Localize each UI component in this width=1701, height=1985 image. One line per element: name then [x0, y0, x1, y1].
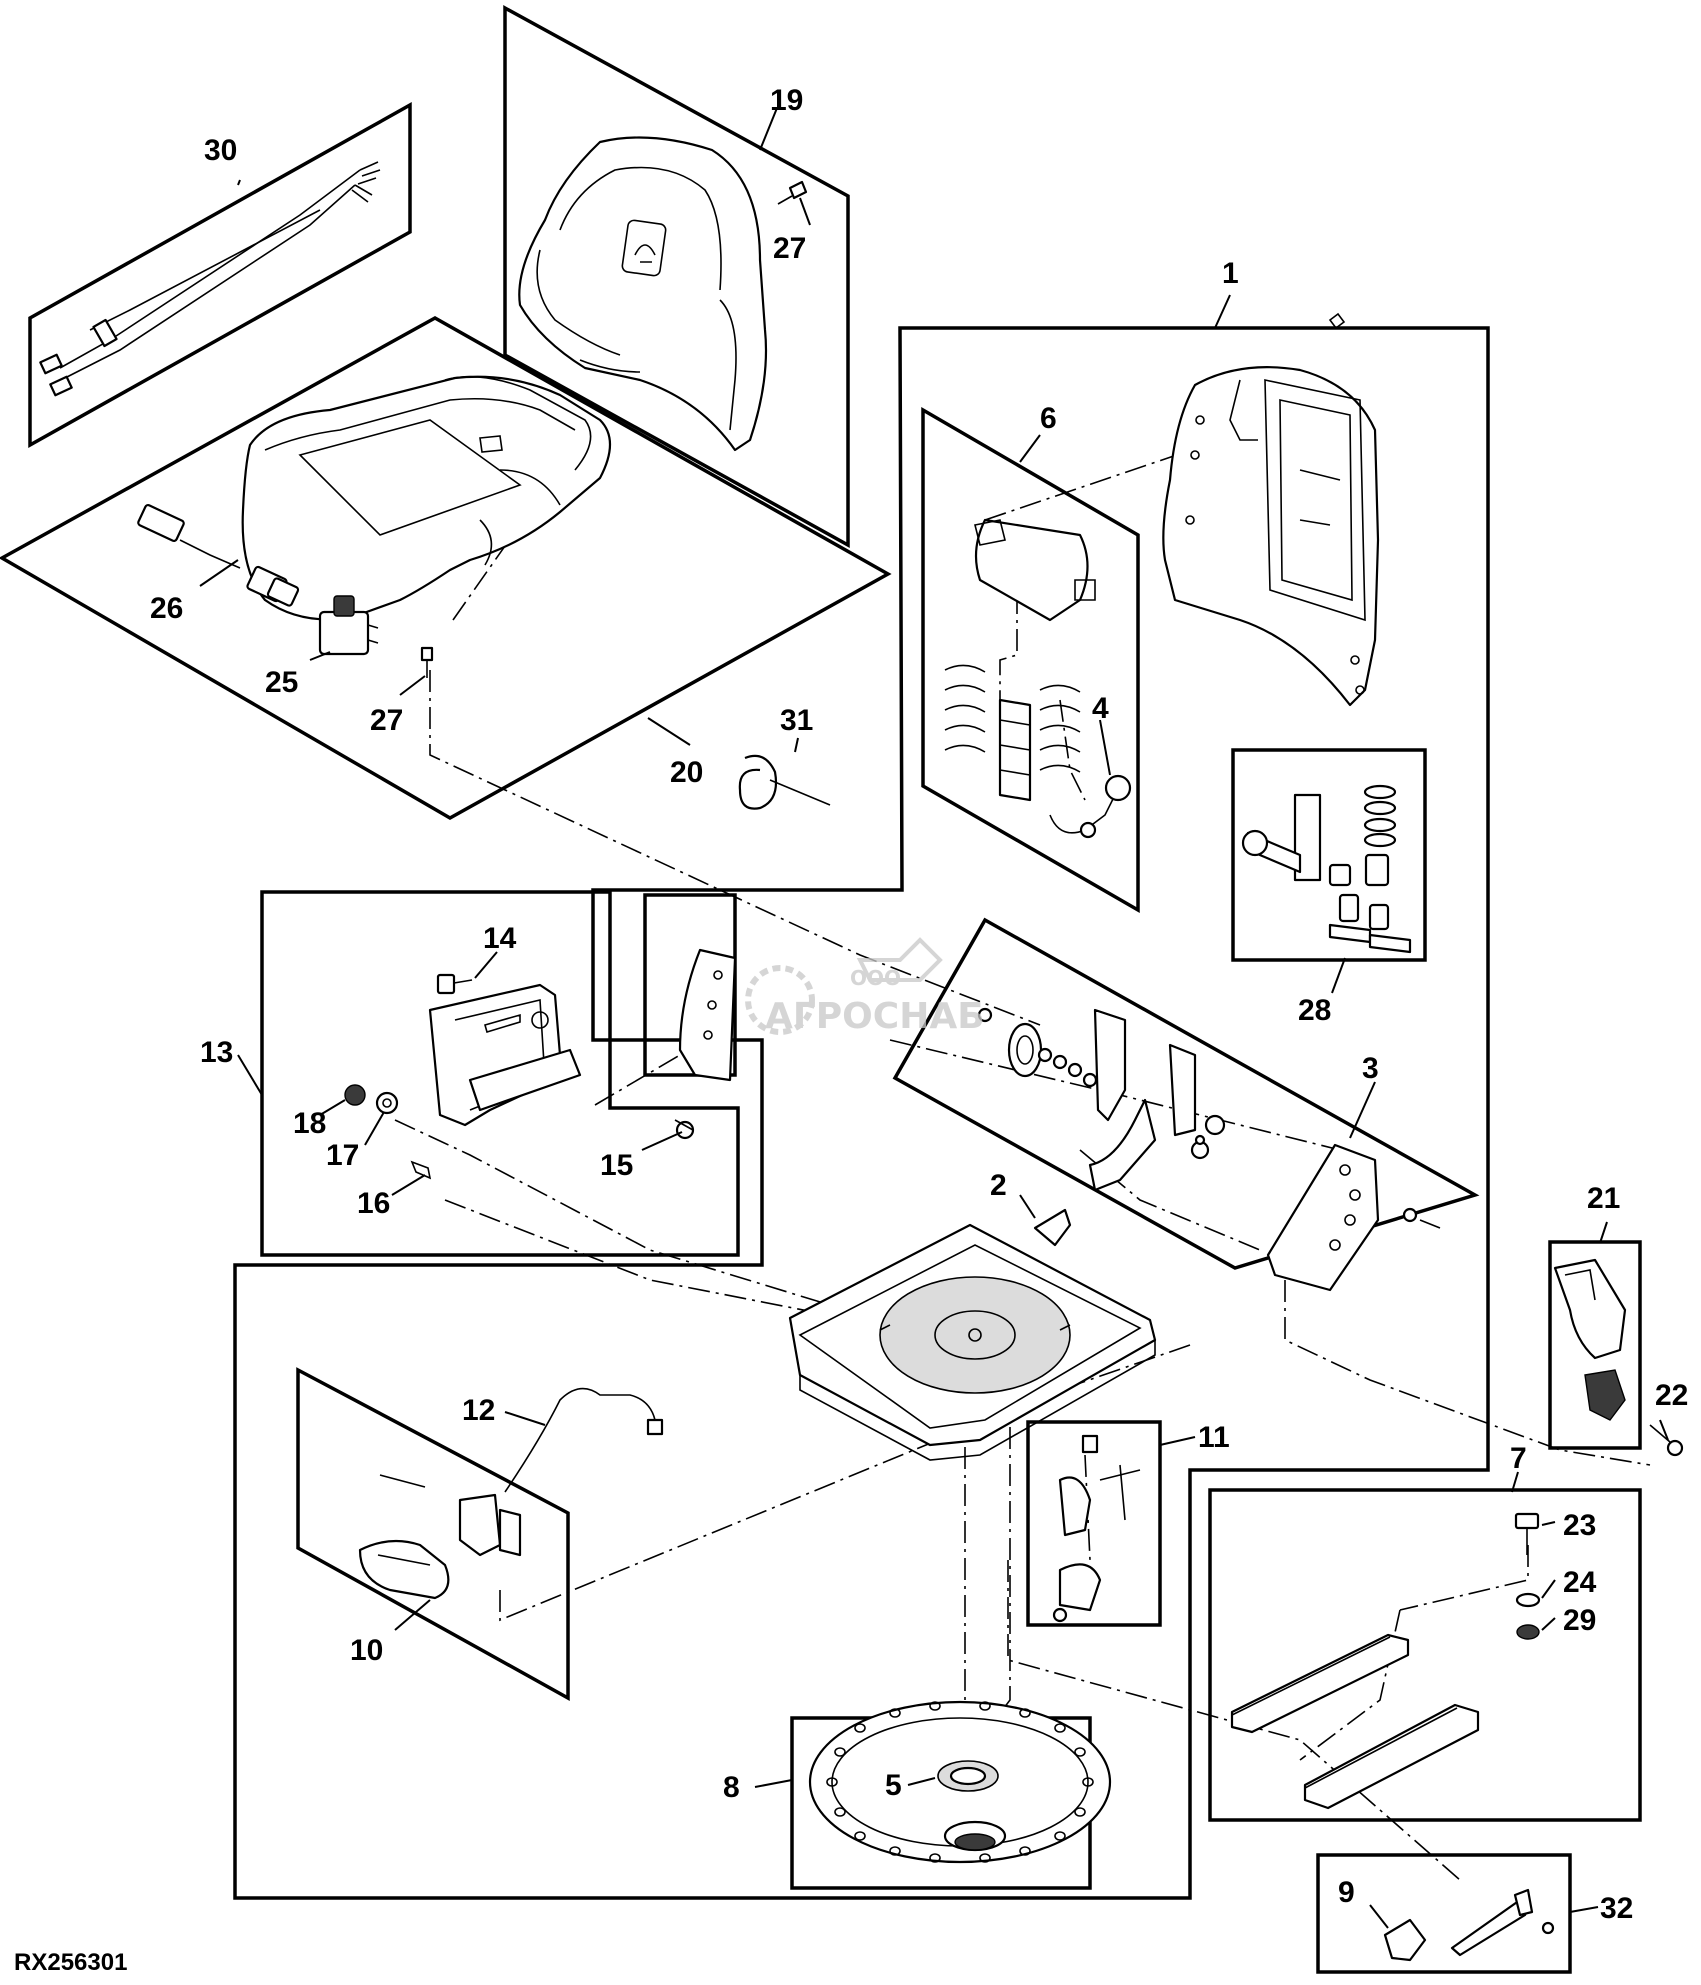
part-seat-base-plate [788, 1223, 1157, 1461]
part-pin-16 [410, 1160, 432, 1180]
frame-slide-rails [1208, 1488, 1642, 1822]
callout-24: 24 [1563, 1566, 1597, 1599]
part-wiring-harness [39, 161, 381, 397]
callout-leaders [199, 107, 1669, 1929]
part-seat-belt-buckle [1553, 1258, 1627, 1360]
part-slide-rail-lower [1303, 1703, 1480, 1810]
part-adjuster-4 [1049, 774, 1132, 839]
part-cable-12 [504, 1387, 664, 1493]
callout-27-upper: 27 [773, 232, 806, 265]
frame-seat-assembly [233, 326, 1490, 1900]
callout-23: 23 [1563, 1509, 1596, 1542]
callout-3: 3 [1362, 1052, 1379, 1085]
callout-7: 7 [1510, 1442, 1527, 1475]
callout-9: 9 [1338, 1876, 1355, 1909]
frame-swivel-lock [1026, 1420, 1162, 1627]
callout-29: 29 [1563, 1604, 1596, 1637]
part-nut-15 [674, 1119, 695, 1140]
watermark-prefix: ООО [850, 966, 901, 990]
callout-16: 16 [357, 1187, 390, 1220]
frame-side-bracket [260, 890, 740, 1257]
callout-2: 2 [990, 1169, 1007, 1202]
part-bushing-5 [937, 1760, 999, 1792]
frame-latch-handle [296, 1367, 570, 1701]
part-nut-29 [1516, 1624, 1540, 1640]
callout-12: 12 [462, 1394, 495, 1427]
part-nut-18 [344, 1084, 366, 1106]
part-backrest-frame [1162, 312, 1380, 707]
callout-28: 28 [1298, 994, 1331, 1027]
part-screw-27-upper [777, 180, 808, 205]
callout-26: 26 [150, 592, 183, 625]
callout-18: 18 [293, 1107, 326, 1140]
part-washer-17 [375, 1091, 399, 1115]
part-lever-32 [1450, 1888, 1555, 1957]
part-bolt-14 [436, 973, 473, 995]
part-side-bracket [428, 983, 582, 1127]
callout-6: 6 [1040, 402, 1057, 435]
callout-22: 22 [1655, 1379, 1688, 1412]
part-suspension-panel [944, 518, 1096, 802]
callout-27-lower: 27 [370, 704, 403, 737]
callout-25: 25 [265, 666, 298, 699]
callouts: 1 2 3 4 5 6 7 8 9 10 11 12 13 14 15 16 1… [150, 84, 1688, 1925]
part-switch-25 [318, 595, 379, 656]
part-connector-26 [137, 504, 300, 607]
callout-8: 8 [723, 1771, 740, 1804]
callout-1: 1 [1222, 257, 1239, 290]
frame-backrest [503, 5, 850, 548]
callout-32: 32 [1600, 1892, 1633, 1925]
part-screw-27-lower [420, 646, 434, 678]
frame-lever-kit [1316, 1853, 1572, 1974]
callout-20: 20 [670, 756, 703, 789]
callout-15: 15 [600, 1149, 633, 1182]
callout-10: 10 [350, 1634, 383, 1667]
part-hinge-bracket [678, 948, 737, 1082]
part-clip-2 [1033, 1208, 1072, 1247]
frame-recline-mechanism [892, 917, 1480, 1270]
swivel-plate-holes [826, 1701, 1094, 1863]
part-pivot-hardware [1241, 784, 1412, 954]
part-cable-tie-31 [738, 754, 831, 810]
part-seat-belt-tongue [1584, 1369, 1626, 1421]
frame-cushion [0, 315, 892, 821]
callout-14: 14 [483, 922, 517, 955]
part-backrest [518, 136, 768, 452]
callout-19: 19 [770, 84, 803, 117]
callout-13: 13 [200, 1036, 233, 1069]
watermark: ООО АГРОСНАБ [745, 937, 985, 1037]
callout-17: 17 [326, 1139, 359, 1172]
frame-seat-belt [1548, 1240, 1642, 1450]
part-bolt-22 [1649, 1424, 1684, 1457]
callout-11: 11 [1198, 1421, 1230, 1454]
frame-wiring-harness [28, 102, 412, 448]
spring-wires [944, 664, 1081, 802]
callout-5: 5 [885, 1769, 902, 1802]
frame-pivot-hardware [1231, 748, 1427, 962]
part-latch-handle [358, 1474, 522, 1600]
part-seat-cushion [241, 375, 611, 621]
frame-backrest-assembly [921, 406, 1140, 914]
part-washer-24 [1515, 1592, 1541, 1608]
part-swivel-lock [1052, 1434, 1141, 1623]
assembly-lines [394, 424, 1651, 1881]
watermark-brand: АГРОСНАБ [765, 996, 985, 1037]
callout-21: 21 [1587, 1182, 1620, 1215]
callout-30: 30 [204, 134, 237, 167]
callout-31: 31 [780, 704, 813, 737]
part-knob-9 [1383, 1918, 1427, 1962]
part-slide-rail-upper [1230, 1633, 1410, 1734]
frame-hinge-bracket [643, 893, 737, 1077]
part-recline-mechanism [977, 1007, 1441, 1292]
document-id: RX256301 [14, 1949, 127, 1976]
callout-4: 4 [1092, 692, 1109, 725]
part-bolt-23 [1514, 1512, 1540, 1555]
